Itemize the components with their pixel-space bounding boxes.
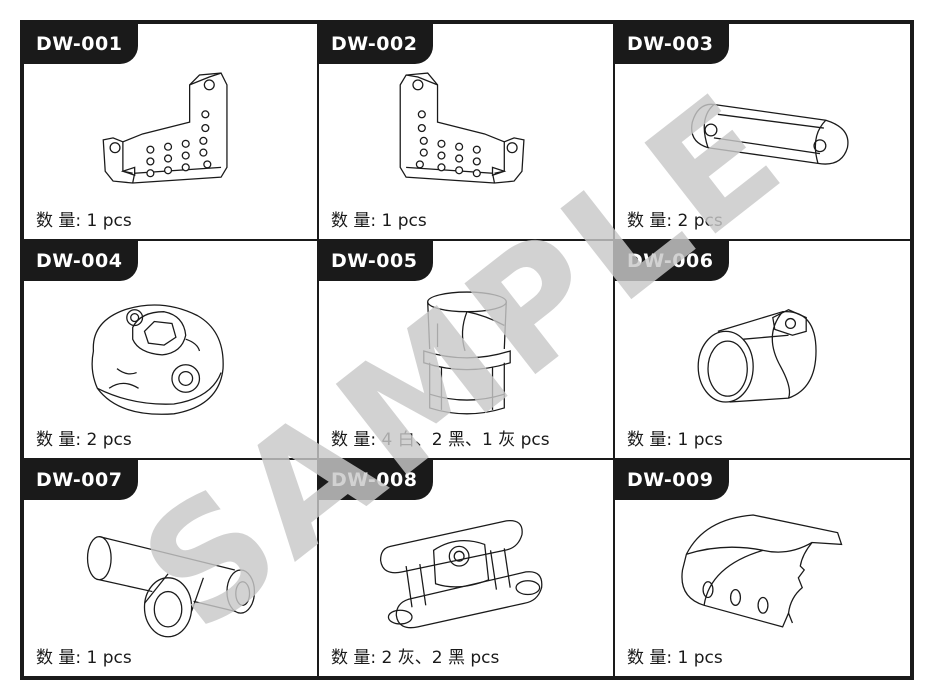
part-card-dw-009: DW-009 数 量: 1 pcs [613, 458, 912, 678]
part-quantity: 数 量: 1 pcs [36, 211, 132, 231]
part-illustration-ring-sleeve [697, 309, 817, 403]
part-code: DW-007 [24, 460, 139, 500]
part-quantity: 数 量: 1 pcs [627, 430, 723, 450]
part-code: DW-002 [319, 24, 434, 64]
part-quantity: 数 量: 2 pcs [36, 430, 132, 450]
part-card-dw-002: DW-002 数 量: 1 pcs [317, 22, 615, 241]
part-code: DW-001 [24, 24, 139, 64]
part-card-dw-007: DW-007 数 量: 1 pcs [22, 458, 319, 678]
part-quantity: 数 量: 1 pcs [36, 648, 132, 668]
part-quantity: 数 量: 2 灰、2 黑 pcs [331, 648, 500, 668]
part-code: DW-003 [615, 24, 730, 64]
part-code: DW-009 [615, 460, 730, 500]
part-illustration-plate-right [399, 72, 525, 184]
part-card-dw-004: DW-004 数 量: 2 pcs [22, 239, 319, 460]
part-card-dw-003: DW-003 数 量: 2 pcs [613, 22, 912, 241]
part-card-dw-006: DW-006 数 量: 1 pcs [613, 239, 912, 460]
part-quantity: 数 量: 1 pcs [331, 211, 427, 231]
part-illustration-t-connector [86, 535, 256, 638]
part-illustration-double-link [379, 520, 543, 629]
part-quantity: 数 量: 1 pcs [627, 648, 723, 668]
part-illustration-plate-left [102, 72, 228, 184]
part-code: DW-005 [319, 241, 434, 281]
part-card-dw-005: DW-005 数 量: 4 白、2 黑、1 灰 pcs [317, 239, 615, 460]
part-quantity: 数 量: 4 白、2 黑、1 灰 pcs [331, 430, 550, 450]
part-quantity: 数 量: 2 pcs [627, 211, 723, 231]
part-illustration-rod [691, 103, 849, 165]
part-code: DW-006 [615, 241, 730, 281]
parts-grid: DW-001 数 量: 1 pcs DW-002 [20, 20, 914, 680]
part-card-dw-008: DW-008 数 量: 2 灰、2 黑 pcs [317, 458, 615, 678]
part-code: DW-008 [319, 460, 434, 500]
part-code: DW-004 [24, 241, 139, 281]
part-illustration-curved-clip [681, 514, 843, 628]
part-card-dw-001: DW-001 数 量: 1 pcs [22, 22, 319, 241]
part-illustration-dome-joint [91, 304, 224, 415]
part-illustration-cup [423, 291, 511, 415]
